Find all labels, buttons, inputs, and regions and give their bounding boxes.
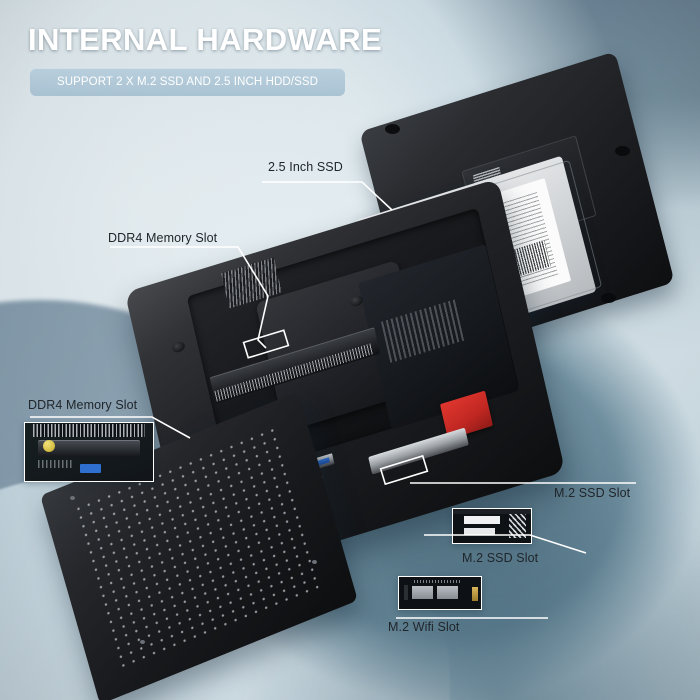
callout-label-m2-wifi-slot: M.2 Wifi Slot [388, 620, 460, 634]
wifi-gold-contacts [472, 586, 478, 601]
leader-line-ddr4-left [30, 416, 191, 439]
vent-screw-hole [140, 640, 145, 644]
m2-ssd-module-photo [452, 508, 532, 544]
ddr4-heatsink-fins [32, 424, 146, 437]
callout-label-m2-ssd-slot-bottom: M.2 SSD Slot [462, 551, 539, 565]
ddr4-capacitor [42, 440, 55, 453]
m2-ssd-label-upper [463, 516, 500, 524]
ddr4-memory-slot-photo [24, 422, 154, 482]
ddr4-blue-connector [80, 463, 101, 473]
subtitle-banner: SUPPORT 2 X M.2 SSD AND 2.5 INCH HDD/SSD [30, 68, 345, 96]
m2-wifi-module-photo [398, 576, 482, 610]
wifi-shield-left [412, 585, 434, 600]
wifi-shield-right [436, 585, 459, 600]
rubber-foot [601, 293, 616, 303]
m2-ssd-top-edge [453, 509, 531, 514]
m2-ssd-bracket [379, 454, 429, 486]
vent-screw-hole [70, 496, 75, 500]
ventilation-panel [40, 391, 358, 700]
callout-label-ddr4-memory-slot-top: DDR4 Memory Slot [108, 231, 218, 245]
page-title: INTERNAL HARDWARE [28, 22, 383, 57]
ddr4-chips [37, 460, 74, 469]
leader-line-m2ssd-bottom [424, 534, 587, 554]
wifi-silkscreen [413, 580, 460, 584]
m2-ssd-chip-stripes [509, 513, 527, 538]
rubber-foot [385, 124, 400, 134]
rubber-foot [615, 146, 630, 156]
vent-screw-hole [312, 560, 317, 564]
subtitle-text: SUPPORT 2 X M.2 SSD AND 2.5 INCH HDD/SSD [56, 76, 319, 88]
wifi-notch [403, 585, 408, 601]
ddr4-slot [37, 440, 141, 457]
callout-label-ddr4-memory-slot-left: DDR4 Memory Slot [28, 398, 138, 412]
callout-label-2-5-inch-ssd: 2.5 Inch SSD [268, 160, 343, 174]
leader-line-ddr4-top [110, 246, 269, 349]
callout-label-m2-ssd-slot-top: M.2 SSD Slot [554, 486, 631, 500]
leader-line-ssd25 [262, 181, 393, 211]
m2-ssd-label-lower [463, 528, 496, 535]
ddr4-slot-bracket [242, 329, 290, 359]
